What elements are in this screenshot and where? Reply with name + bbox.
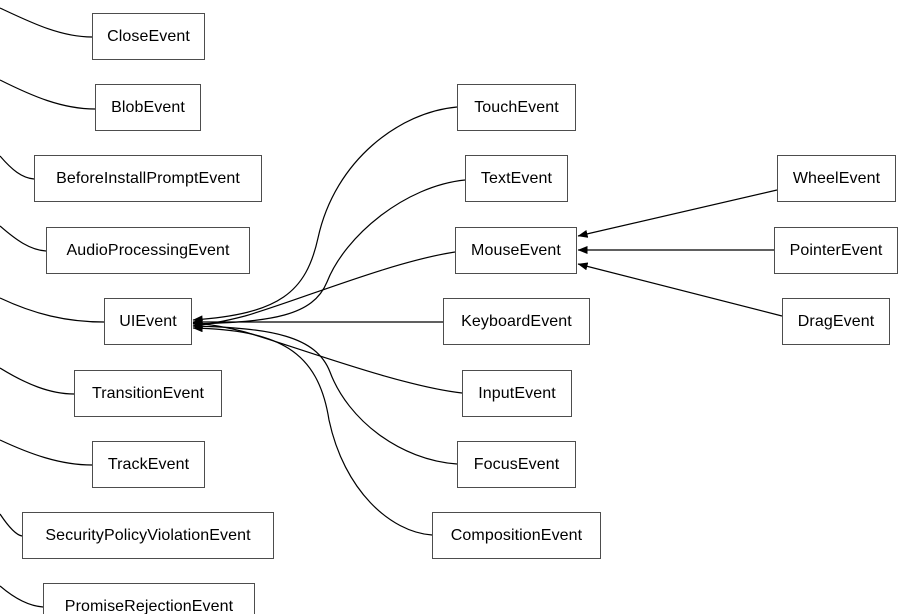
node-audioprocessingevent[interactable]: AudioProcessingEvent — [46, 227, 250, 274]
edge-dragevent-to-mouseevent — [577, 262, 783, 317]
node-label: SecurityPolicyViolationEvent — [45, 526, 251, 544]
node-label: InputEvent — [478, 384, 556, 402]
edge-blobevent-to-offscreen-event — [0, 79, 96, 110]
node-inputevent[interactable]: InputEvent — [462, 370, 572, 417]
node-label: MouseEvent — [471, 241, 561, 259]
node-label: WheelEvent — [792, 169, 881, 187]
edge-closeevent-to-offscreen-event — [0, 7, 93, 38]
node-blobevent[interactable]: BlobEvent — [95, 84, 201, 131]
node-label: PromiseRejectionEvent — [64, 597, 234, 614]
node-promiserejectionevent[interactable]: PromiseRejectionEvent — [43, 583, 255, 614]
edge-touchevent-to-uievent — [192, 106, 458, 324]
node-compositionevent[interactable]: CompositionEvent — [432, 512, 601, 559]
node-label: AudioProcessingEvent — [66, 241, 230, 259]
edge-transitionevent-to-offscreen-event — [0, 367, 75, 395]
edge-focusevent-to-uievent — [192, 322, 458, 465]
node-dragevent[interactable]: DragEvent — [782, 298, 890, 345]
edge-securitypolicyviolationevent-to-offscreen-event — [0, 513, 23, 537]
node-label: TouchEvent — [474, 98, 559, 116]
node-beforeinstallpromptevent[interactable]: BeforeInstallPromptEvent — [34, 155, 262, 202]
edge-uievent-to-offscreen-event — [0, 297, 105, 323]
node-closeevent[interactable]: CloseEvent — [92, 13, 205, 60]
node-wheelevent[interactable]: WheelEvent — [777, 155, 896, 202]
node-label: CompositionEvent — [450, 526, 583, 544]
node-label: TrackEvent — [107, 455, 190, 473]
node-label: PointerEvent — [789, 241, 883, 259]
node-uievent[interactable]: UIEvent — [104, 298, 192, 345]
node-label: CloseEvent — [107, 27, 190, 45]
edge-promiserejectionevent-to-offscreen-event — [0, 585, 44, 608]
edge-inputevent-to-uievent — [192, 319, 463, 394]
node-transitionevent[interactable]: TransitionEvent — [74, 370, 222, 417]
node-label: FocusEvent — [473, 455, 560, 473]
node-pointerevent[interactable]: PointerEvent — [774, 227, 898, 274]
node-textevent[interactable]: TextEvent — [465, 155, 568, 202]
node-keyboardevent[interactable]: KeyboardEvent — [443, 298, 590, 345]
node-label: BeforeInstallPromptEvent — [56, 169, 240, 187]
edge-compositionevent-to-uievent — [192, 324, 433, 536]
node-mouseevent[interactable]: MouseEvent — [455, 227, 577, 274]
edge-audioprocessingevent-to-offscreen-event — [0, 225, 47, 252]
node-touchevent[interactable]: TouchEvent — [457, 84, 576, 131]
node-label: UIEvent — [119, 312, 177, 330]
node-label: TransitionEvent — [91, 384, 205, 402]
node-label: BlobEvent — [111, 98, 185, 116]
node-securitypolicyviolationevent[interactable]: SecurityPolicyViolationEvent — [22, 512, 274, 559]
node-label: KeyboardEvent — [461, 312, 572, 330]
node-focusevent[interactable]: FocusEvent — [457, 441, 576, 488]
node-label: TextEvent — [480, 169, 553, 187]
edge-beforeinstallpromptevent-to-offscreen-event — [0, 155, 35, 180]
node-trackevent[interactable]: TrackEvent — [92, 441, 205, 488]
node-label: DragEvent — [797, 312, 875, 330]
edge-wheelevent-to-mouseevent — [577, 189, 778, 238]
edge-trackevent-to-offscreen-event — [0, 439, 93, 466]
